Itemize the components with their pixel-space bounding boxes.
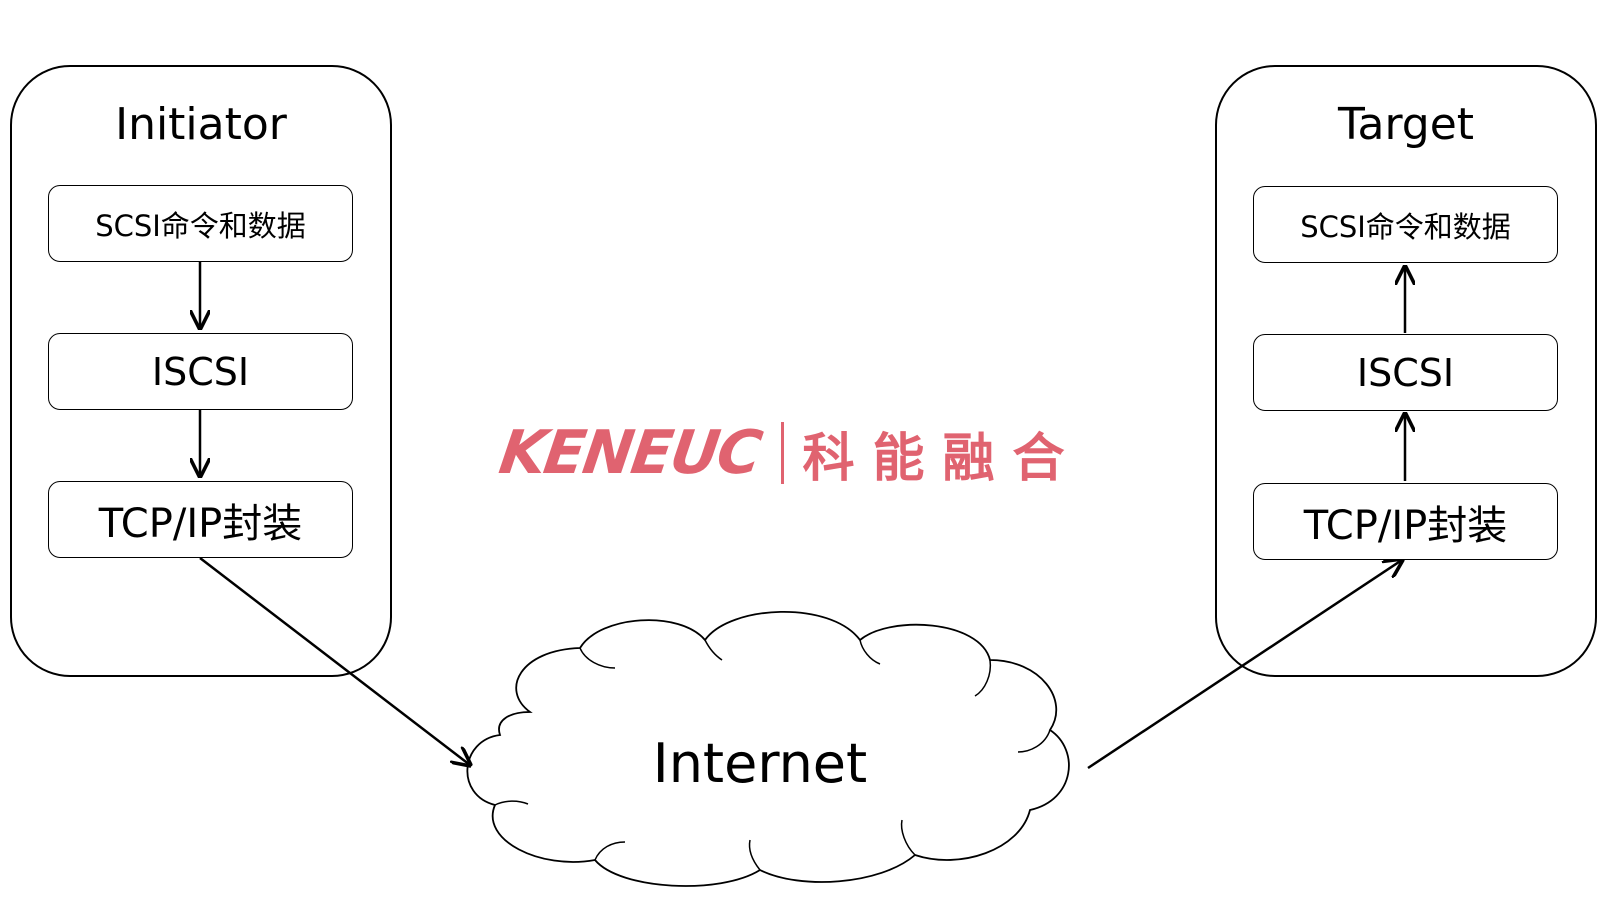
internet-cloud-shape — [466, 610, 1070, 887]
logo-divider — [781, 422, 785, 484]
target-layer-scsi: SCSI命令和数据 — [1253, 186, 1558, 263]
initiator-layer-iscsi: ISCSI — [48, 333, 353, 410]
initiator-container: Initiator — [10, 65, 392, 677]
initiator-layer-tcpip: TCP/IP封装 — [48, 481, 353, 558]
target-layer-iscsi: ISCSI — [1253, 334, 1558, 411]
brand-logo: KENEUC 科能融合 — [495, 418, 1083, 489]
logo-chinese-text: 科能融合 — [802, 428, 1083, 489]
initiator-title: Initiator — [115, 99, 287, 150]
target-layer-tcpip: TCP/IP封装 — [1253, 483, 1558, 560]
target-container: Target — [1215, 65, 1597, 677]
initiator-layer-scsi: SCSI命令和数据 — [48, 185, 353, 262]
logo-latin-text: KENEUC — [495, 418, 765, 488]
target-title: Target — [1337, 99, 1475, 150]
internet-label: Internet — [652, 732, 868, 795]
